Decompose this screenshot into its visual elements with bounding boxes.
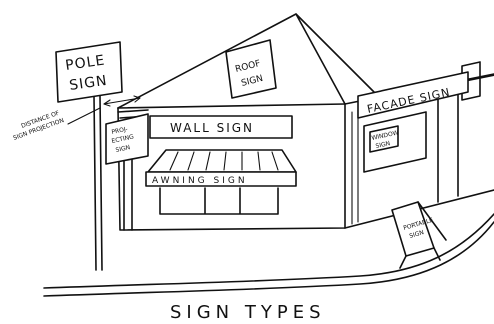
side-wall-hatching <box>352 110 358 224</box>
awning-sign: AWNING SIGN <box>146 150 296 186</box>
window-sign: WINDOW SIGN <box>364 112 426 172</box>
pole <box>94 96 102 270</box>
awning-hatching <box>170 152 278 170</box>
wall-sign: WALL SIGN <box>150 116 292 138</box>
storefront-windows <box>160 188 278 214</box>
portable-sign: PORTABLE SIGN <box>392 202 446 268</box>
projecting-sign: PROJ- ECTING SIGN <box>106 110 148 164</box>
caption-title: SIGN TYPES <box>170 302 326 323</box>
projection-leader <box>68 108 100 124</box>
roof-front-edge <box>118 104 345 108</box>
side-doorway <box>438 86 458 202</box>
awning-sign-text: AWNING SIGN <box>152 176 248 186</box>
wall-sign-text: WALL SIGN <box>170 121 254 135</box>
roof-sign: ROOF SIGN <box>226 40 276 98</box>
facade-sign: FACADE SIGN <box>358 72 468 118</box>
